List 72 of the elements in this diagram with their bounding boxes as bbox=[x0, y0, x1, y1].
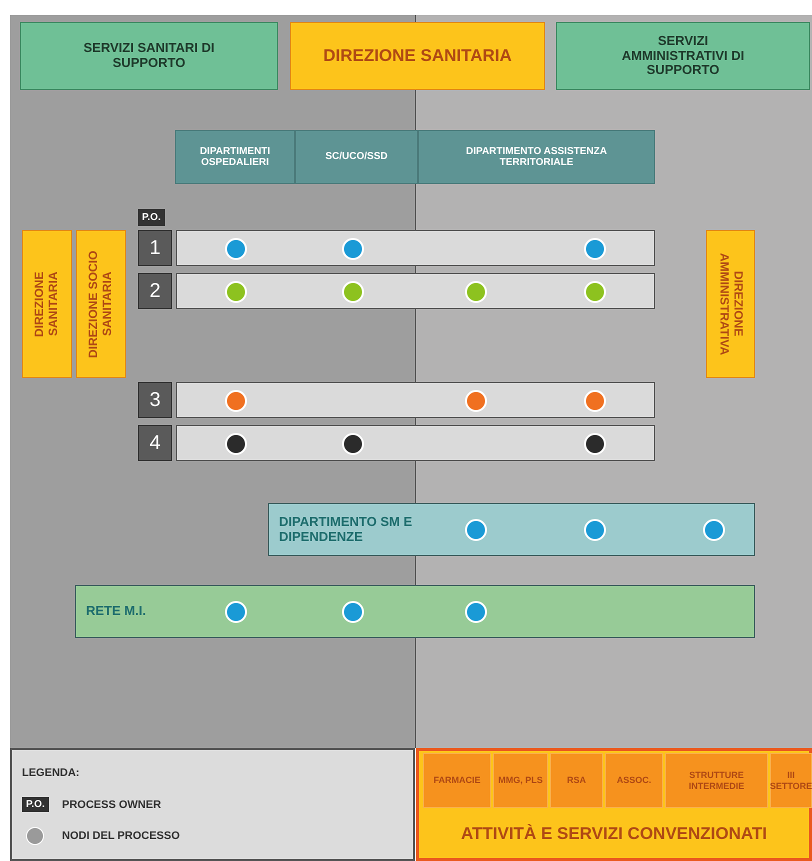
box-label: III SETTORE bbox=[770, 770, 812, 791]
row-number bbox=[138, 425, 172, 461]
legend-text: PROCESS OWNER bbox=[62, 799, 162, 811]
po-badge: P.O. bbox=[22, 797, 49, 812]
vertical-box bbox=[22, 230, 72, 378]
vertical-box bbox=[76, 230, 126, 378]
row-number bbox=[138, 230, 172, 266]
process-dot bbox=[465, 281, 487, 303]
vertical-box bbox=[706, 230, 755, 378]
process-dot bbox=[225, 601, 247, 623]
process-dot bbox=[225, 238, 247, 260]
box-label: DIREZIONE SOCIO SANITARIA bbox=[87, 249, 115, 360]
process-dot bbox=[342, 281, 364, 303]
service-cell bbox=[423, 753, 491, 808]
process-dot bbox=[584, 433, 606, 455]
row-bar bbox=[176, 230, 655, 266]
box-label: RETE M.I. bbox=[86, 604, 146, 619]
service-cell bbox=[550, 753, 603, 808]
box-label: SC/UCO/SSD bbox=[325, 151, 388, 163]
box-label: STRUTTURE INTERMEDIE bbox=[688, 770, 746, 791]
process-dot bbox=[584, 281, 606, 303]
legend-text: NODI DEL PROCESSO bbox=[62, 830, 180, 842]
service-cell bbox=[493, 753, 548, 808]
row-bar bbox=[176, 425, 655, 461]
column-header bbox=[418, 130, 655, 184]
process-dot bbox=[342, 601, 364, 623]
process-dot bbox=[225, 390, 247, 412]
department-bar bbox=[268, 503, 755, 556]
box-label: ASSOC. bbox=[616, 775, 652, 786]
row-number bbox=[138, 382, 172, 418]
process-dot bbox=[465, 601, 487, 623]
process-dot bbox=[342, 238, 364, 260]
service-cell bbox=[665, 753, 768, 808]
row-number bbox=[138, 273, 172, 309]
box-label: MMG, PLS bbox=[498, 775, 543, 786]
process-dot bbox=[703, 519, 725, 541]
row-bar bbox=[176, 273, 655, 309]
po-badge: P.O. bbox=[138, 209, 165, 226]
box-label: DIPARTIMENTI OSPEDALIERI bbox=[198, 146, 272, 168]
process-dot bbox=[225, 433, 247, 455]
box-label: 2 bbox=[149, 280, 161, 302]
service-cell bbox=[770, 753, 812, 808]
process-dot bbox=[584, 390, 606, 412]
box-label: DIREZIONE SANITARIA bbox=[33, 270, 61, 339]
process-dot bbox=[584, 519, 606, 541]
box-label: ATTIVITÀ E SERVIZI CONVENZIONATI bbox=[460, 824, 768, 844]
box-label: DIREZIONE AMMINISTRATIVA bbox=[716, 252, 744, 358]
box-label: SERVIZI AMMINISTRATIVI DI SUPPORTO bbox=[620, 34, 746, 78]
column-header bbox=[175, 130, 295, 184]
box-label: 3 bbox=[149, 388, 161, 412]
services-panel bbox=[416, 748, 812, 861]
service-cell bbox=[605, 753, 663, 808]
process-dot bbox=[465, 519, 487, 541]
box-label: 1 bbox=[149, 236, 161, 260]
box-label: RSA bbox=[566, 775, 586, 786]
header-box bbox=[20, 22, 278, 90]
box-label: 4 bbox=[149, 432, 161, 454]
header-box bbox=[556, 22, 810, 90]
process-dot bbox=[465, 390, 487, 412]
box-label: SERVIZI SANITARI DI SUPPORTO bbox=[82, 41, 216, 71]
process-dot bbox=[342, 433, 364, 455]
header-box bbox=[290, 22, 545, 90]
box-label: DIPARTIMENTO ASSISTENZA TERRITORIALE bbox=[465, 146, 608, 168]
network-bar bbox=[75, 585, 755, 638]
box-label: DIPARTIMENTO SM E DIPENDENZE bbox=[279, 514, 414, 544]
box-label: DIREZIONE SANITARIA bbox=[323, 46, 512, 66]
row-bar bbox=[176, 382, 655, 418]
process-dot bbox=[225, 281, 247, 303]
legend-title: LEGENDA: bbox=[22, 767, 80, 779]
box-label: FARMACIE bbox=[434, 775, 480, 786]
column-header bbox=[295, 130, 418, 184]
process-dot bbox=[584, 238, 606, 260]
